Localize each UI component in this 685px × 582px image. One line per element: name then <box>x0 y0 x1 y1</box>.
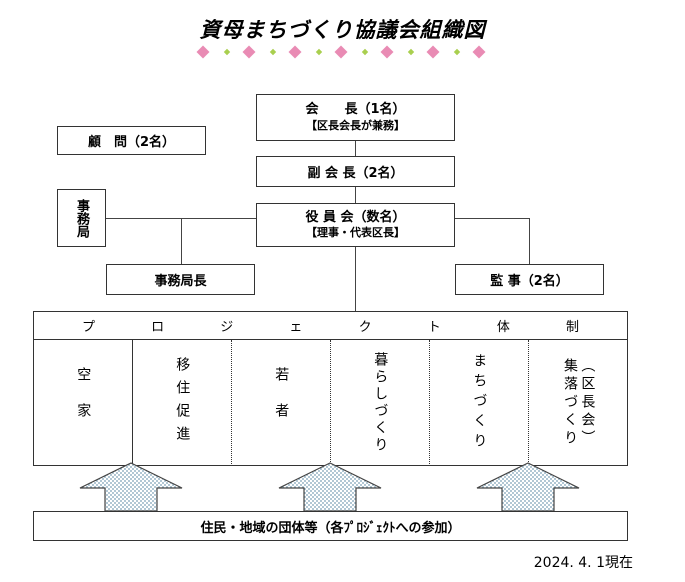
decorative-diamond <box>242 45 256 59</box>
advisor-box: 顧 問（2名） <box>57 126 206 155</box>
diagram-title: 資母まちづくり協議会組織図 <box>199 18 486 42</box>
project-column-youth: 若者 <box>231 340 330 466</box>
project-vacant-house: 空家 <box>75 367 92 439</box>
officers-label: 役 員 会（数名） <box>305 209 406 225</box>
decorative-diamond <box>223 48 231 56</box>
chairman-label: 会 長（1名） <box>305 102 406 118</box>
project-village: 集落づくり <box>562 358 578 448</box>
connector-vice-officers <box>355 187 357 203</box>
decorative-diamond <box>269 48 277 56</box>
arrows-layer <box>79 462 580 512</box>
chairman-box: 会 長（1名） 【区長会長が兼務】 <box>256 94 455 141</box>
column-divider <box>429 340 430 466</box>
up-arrow-center <box>278 462 382 512</box>
project-living: 暮らしづくり <box>372 352 389 454</box>
column-divider <box>528 340 529 466</box>
up-arrow-right <box>476 462 580 512</box>
project-village-note: ︵区長会︶ <box>579 358 596 448</box>
project-migration: 移住促進 <box>174 357 191 449</box>
auditor-box: 監 事（2名） <box>455 264 604 295</box>
project-char: ク <box>358 320 372 335</box>
decorative-diamond <box>288 45 302 59</box>
project-char: ェ <box>289 320 303 335</box>
project-system-header: プ ロ ジ ェ ク ト 体 制 <box>33 311 628 340</box>
connector-secretariat-head <box>181 218 183 264</box>
project-char: ジ <box>220 320 234 335</box>
project-char: 体 <box>496 320 510 335</box>
connector-chair-vice <box>355 141 357 156</box>
connector-auditor <box>529 218 531 264</box>
project-char: ロ <box>151 320 165 335</box>
residents-box: 住民・地域の団体等（各ﾌﾟﾛｼﾞｪｸﾄへの参加） <box>33 511 628 541</box>
column-divider <box>330 340 331 466</box>
decorative-diamond <box>334 45 348 59</box>
decorative-diamond <box>426 45 440 59</box>
project-char: プ <box>82 320 96 335</box>
as-of-date: 2024. 4. 1現在 <box>533 555 633 571</box>
project-char: 制 <box>565 320 579 335</box>
project-town: まちづくり <box>471 353 488 453</box>
project-column-migration: 移住促進 <box>132 340 231 466</box>
decorative-diamond-row <box>196 45 486 59</box>
secretariat-head-box: 事務局長 <box>106 264 255 295</box>
decorative-diamond <box>472 45 486 59</box>
decorative-diamond <box>453 48 461 56</box>
project-youth: 若者 <box>273 367 290 439</box>
decorative-diamond <box>407 48 415 56</box>
officers-box: 役 員 会（数名） 【理事・代表区長】 <box>256 203 455 247</box>
decorative-diamond <box>196 45 210 59</box>
decorative-diamond <box>315 48 323 56</box>
officers-note: 【理事・代表区長】 <box>306 226 405 240</box>
project-column-living: 暮らしづくり <box>330 340 429 466</box>
project-column-vacant-house: 空家 <box>33 340 132 466</box>
decorative-diamond <box>380 45 394 59</box>
column-divider <box>132 340 133 466</box>
column-divider <box>231 340 232 466</box>
vice-chairman-box: 副 会 長（2名） <box>256 156 455 187</box>
decorative-diamond <box>361 48 369 56</box>
connector-officers-project <box>355 247 357 311</box>
secretariat-box: 事務局 <box>57 189 106 247</box>
up-arrow-left <box>79 462 183 512</box>
project-column-town: まちづくり <box>429 340 528 466</box>
secretariat-label: 事務局 <box>74 198 89 238</box>
chairman-note: 【区長会長が兼務】 <box>306 118 405 132</box>
project-column-village: 集落づくり ︵区長会︶ <box>528 340 628 466</box>
project-char: ト <box>427 320 441 335</box>
